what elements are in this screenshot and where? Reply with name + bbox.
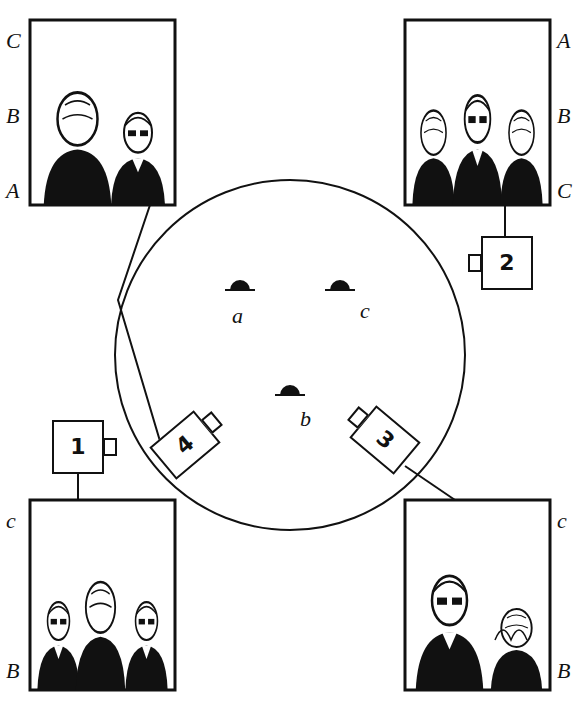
person-letter: C: [557, 180, 572, 202]
camera-number: 2: [499, 252, 514, 274]
monitor-frame: [405, 20, 550, 205]
camera-number: 3: [372, 427, 398, 454]
person-mark: [225, 281, 355, 395]
monitor-frame: [405, 500, 550, 690]
person-letter: A: [6, 180, 19, 202]
person-letter: C: [6, 30, 21, 52]
camera-box: 4: [149, 410, 220, 479]
person-letter: a: [232, 305, 243, 327]
person-letter: B: [557, 105, 570, 127]
camera-lens: [200, 411, 222, 434]
camera-lens: [468, 254, 482, 272]
person-letter: B: [6, 660, 19, 682]
person-letter: c: [557, 510, 567, 532]
person-letter: B: [6, 105, 19, 127]
camera-number: 1: [70, 436, 85, 458]
camera-number: 4: [172, 432, 198, 459]
camera-box: 1: [52, 420, 104, 474]
camera-lens: [347, 406, 369, 429]
monitor-frame: [30, 20, 175, 205]
camera-box: 3: [349, 405, 420, 474]
camera-lens: [103, 438, 117, 456]
person-letter: c: [6, 510, 16, 532]
feed-line: [78, 205, 505, 500]
person-letter: c: [360, 300, 370, 322]
monitor-frame: [30, 500, 175, 690]
person-letter: A: [557, 30, 570, 52]
person-letter: B: [557, 660, 570, 682]
camera-box: 2: [481, 236, 533, 290]
person-letter: b: [300, 408, 311, 430]
